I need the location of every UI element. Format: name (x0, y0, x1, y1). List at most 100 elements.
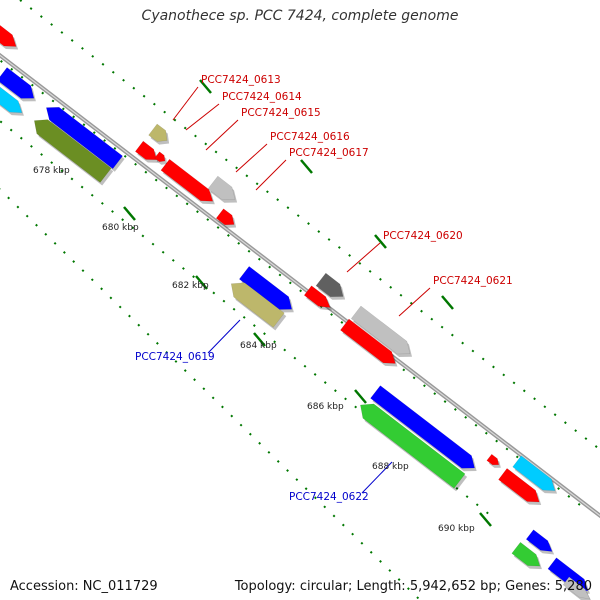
callout-line (361, 461, 393, 494)
scale-labels: 678 kbp 680 kbp 682 kbp 684 kbp 686 kbp 688 k… (33, 166, 475, 534)
gene-label: PCC7424_0615 (241, 107, 321, 119)
length-value: 5,942,652 bp (409, 579, 497, 594)
scale-label: 686 kbp (307, 402, 344, 412)
gene-label: PCC7424_0614 (222, 91, 302, 103)
gene-arrow-0619 (230, 282, 287, 331)
feature-body (525, 529, 553, 552)
genome-stats: Topology: circular; Length: 5,942,652 bp… (234, 579, 592, 594)
gene-label: PCC7424_0613 (201, 74, 281, 86)
gene-arrow-0617 (215, 208, 237, 228)
feature-body (148, 123, 168, 142)
feature-body (238, 266, 293, 310)
feature-body (0, 24, 17, 47)
feature-body (215, 208, 235, 226)
feature-body (511, 541, 541, 567)
tick-row-2 (0, 59, 581, 506)
length-label: Length: (356, 579, 406, 594)
scale-tick (354, 389, 367, 404)
gene-label: PCC7424_0622 (289, 491, 369, 503)
topology-label: Topology: (234, 579, 296, 594)
accession-value: NC_011729 (82, 579, 158, 594)
feature-body (340, 318, 396, 364)
scale-tick (253, 332, 266, 347)
gene-arrow-green-2 (511, 541, 542, 570)
map-title: Cyanothece sp. PCC 7424, complete genome (141, 8, 459, 24)
feature-body (160, 158, 214, 202)
gene-arrow-0616 (207, 175, 238, 203)
gene-arrow-0615 (160, 158, 215, 205)
gene-arrow-blue-5 (370, 385, 477, 472)
gene-arrow-red-4 (498, 468, 542, 505)
gene-arrow-0613 (148, 123, 170, 145)
scale-tick (300, 159, 313, 174)
gene-label: PCC7424_0620 (383, 230, 463, 242)
scale-tick (123, 206, 136, 221)
gene-arrow-blue-1 (0, 67, 36, 102)
gene-arrow-red (0, 24, 19, 50)
scale-label: 684 kbp (240, 341, 277, 351)
feature-body (350, 305, 411, 355)
feature-body (562, 576, 591, 600)
genes-value: 5,280 (554, 579, 592, 594)
gene-features (0, 24, 591, 600)
gene-arrow-small-2 (486, 453, 501, 468)
scale-tick (479, 512, 492, 527)
feature-body (486, 453, 500, 466)
feature-body (0, 67, 35, 99)
scale-label: 680 kbp (102, 223, 139, 233)
scale-label: 690 kbp (438, 524, 475, 534)
gene-arrow-cyan-1 (0, 86, 24, 116)
gene-arrow-gray-2 (562, 576, 591, 600)
genome-backbone (0, 52, 600, 519)
accession-label: Accession: (10, 579, 79, 594)
scale-label: 688 kbp (372, 462, 409, 472)
feature-body (154, 151, 166, 163)
gene-label: PCC7424_0616 (270, 131, 350, 143)
callout-line (235, 143, 268, 173)
gene-arrow-0622 (360, 403, 468, 492)
scale-tick (195, 275, 208, 290)
feature-body (512, 455, 556, 491)
gene-arrow-olive (34, 119, 114, 186)
feature-body (498, 468, 540, 503)
feature-body (45, 107, 123, 170)
scale-label: 682 kbp (172, 281, 209, 291)
gene-arrow-0619-blue (238, 266, 294, 313)
gene-callouts: PCC7424_0613PCC7424_0614PCC7424_0615PCC7… (135, 74, 513, 503)
gene-arrow-red-3 (340, 318, 398, 367)
accession-info: Accession:NC_011729 (10, 579, 158, 594)
scale-tick (199, 79, 212, 94)
feature-body (230, 282, 285, 328)
gene-arrow-small (154, 151, 167, 165)
scale-tick (374, 234, 387, 249)
gene-arrow-red-2 (303, 285, 333, 311)
feature-body (0, 86, 23, 113)
gene-arrow-0614 (134, 140, 159, 163)
feature-body (207, 175, 236, 201)
callout-line (255, 159, 287, 191)
gene-label: PCC7424_0619 (135, 351, 215, 363)
feature-body (134, 140, 158, 160)
gene-arrow-blue-3 (525, 529, 555, 555)
feature-body (303, 285, 331, 308)
topology-value: circular (299, 579, 348, 594)
feature-body (370, 385, 475, 469)
callout-line (346, 242, 381, 273)
gene-label: PCC7424_0617 (289, 147, 369, 159)
tick-row-4 (0, 188, 421, 600)
scale-label: 678 kbp (33, 166, 70, 176)
callout-line (398, 287, 431, 317)
callout-line (205, 119, 239, 151)
gene-label: PCC7424_0621 (433, 275, 513, 287)
scale-tick (441, 295, 454, 310)
backbone-highlight (0, 54, 600, 517)
callout-line (172, 86, 199, 121)
genes-label: Genes: (505, 579, 551, 594)
gene-arrow-0620 (315, 272, 346, 300)
callout-line (207, 319, 241, 354)
gene-arrow-blue-2 (45, 107, 125, 172)
feature-body (360, 403, 466, 489)
feature-body (34, 119, 112, 183)
